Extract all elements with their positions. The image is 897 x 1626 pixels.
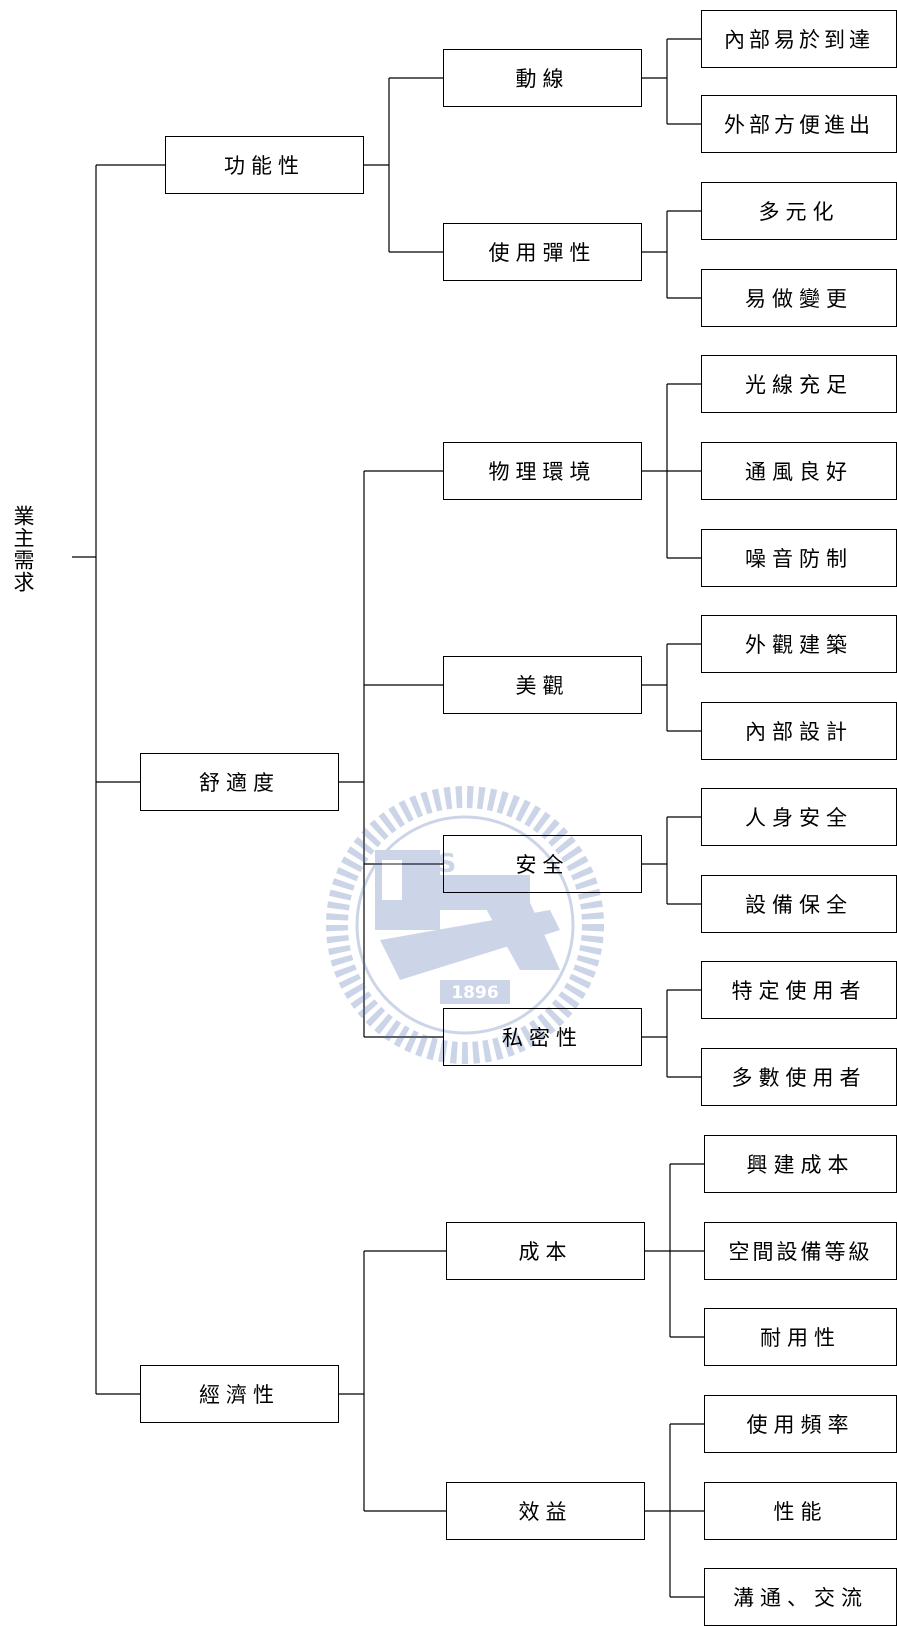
node-privacy: 私密性 [443, 1008, 642, 1066]
leaf-personal-safety: 人身安全 [701, 788, 897, 846]
node-benefit: 效益 [446, 1482, 645, 1540]
leaf-diversification: 多元化 [701, 182, 897, 240]
node-flexibility: 使用彈性 [443, 223, 642, 281]
node-economy: 經濟性 [140, 1365, 339, 1423]
node-cost: 成本 [446, 1222, 645, 1280]
node-circulation: 動線 [443, 49, 642, 107]
node-physical-environment: 物理環境 [443, 442, 642, 500]
root-node-label: 業主需求 [11, 505, 35, 593]
university-emblem-watermark: 1896 ES [326, 786, 604, 1064]
svg-text:1896: 1896 [451, 983, 498, 1003]
leaf-easy-change: 易做變更 [701, 269, 897, 327]
leaf-sufficient-light: 光線充足 [701, 355, 897, 413]
leaf-usage-frequency: 使用頻率 [704, 1395, 897, 1453]
node-aesthetics: 美觀 [443, 656, 642, 714]
leaf-exterior-architecture: 外觀建築 [701, 615, 897, 673]
leaf-multiple-users: 多數使用者 [701, 1048, 897, 1106]
node-safety: 安全 [443, 835, 642, 893]
leaf-performance: 性能 [704, 1482, 897, 1540]
leaf-construction-cost: 興建成本 [704, 1135, 897, 1193]
leaf-interior-design: 內部設計 [701, 702, 897, 760]
leaf-good-ventilation: 通風良好 [701, 442, 897, 500]
leaf-noise-control: 噪音防制 [701, 529, 897, 587]
leaf-space-equipment-grade: 空間設備等級 [704, 1222, 897, 1280]
leaf-equipment-security: 設備保全 [701, 875, 897, 933]
leaf-internal-access: 內部易於到達 [701, 10, 897, 68]
leaf-communication: 溝通、交流 [704, 1568, 897, 1626]
svg-text:ES: ES [420, 849, 457, 879]
node-comfort: 舒適度 [140, 753, 339, 811]
leaf-durability: 耐用性 [704, 1308, 897, 1366]
leaf-specific-users: 特定使用者 [701, 961, 897, 1019]
leaf-external-access: 外部方便進出 [701, 95, 897, 153]
node-functionality: 功能性 [165, 136, 364, 194]
